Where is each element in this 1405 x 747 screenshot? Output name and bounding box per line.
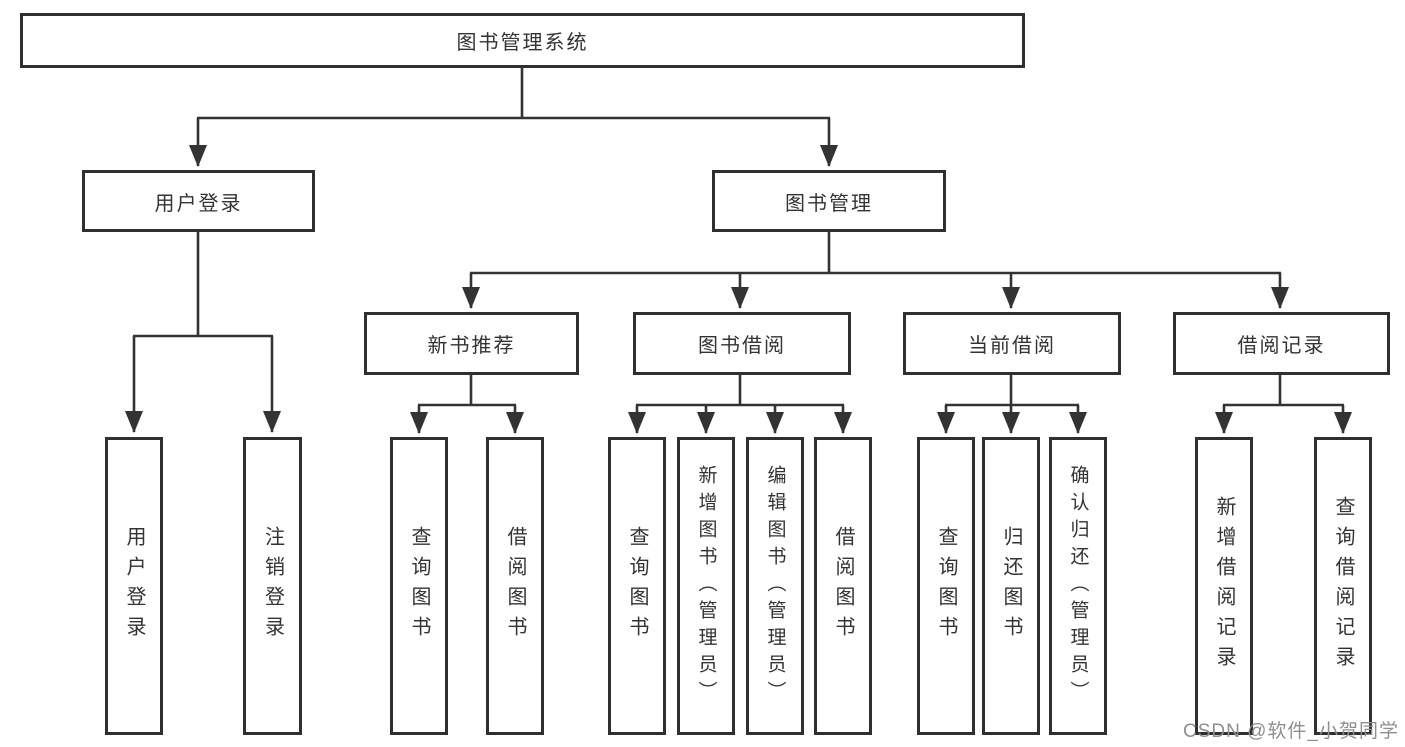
leaf-query-book-2: 查询图书: [608, 437, 666, 735]
leaf-user-login: 用户登录: [105, 437, 163, 735]
csdn-watermark: CSDN @软件_小贺同学: [1183, 721, 1399, 742]
node-book-management: 图书管理: [712, 170, 946, 232]
leaf-add-book-admin: 新增图书（管理员）: [677, 437, 735, 735]
node-user-login: 用户登录: [82, 170, 315, 232]
node-borrow-record: 借阅记录: [1173, 312, 1390, 375]
leaf-borrow-book-1: 借阅图书: [486, 437, 544, 735]
node-current-borrow: 当前借阅: [903, 312, 1121, 375]
node-book-borrow: 图书借阅: [633, 312, 851, 375]
node-root-library-system: 图书管理系统: [20, 13, 1025, 68]
leaf-confirm-return-admin: 确认归还（管理员）: [1049, 437, 1107, 735]
leaf-query-borrow-record: 查询借阅记录: [1314, 437, 1372, 735]
leaf-borrow-book-2: 借阅图书: [814, 437, 872, 735]
leaf-query-book-3: 查询图书: [917, 437, 975, 735]
node-new-book-recommend: 新书推荐: [364, 312, 579, 375]
leaf-query-book-1: 查询图书: [390, 437, 448, 735]
leaf-add-borrow-record: 新增借阅记录: [1195, 437, 1253, 735]
leaf-return-book: 归还图书: [982, 437, 1040, 735]
leaf-logout: 注销登录: [243, 437, 302, 735]
leaf-edit-book-admin: 编辑图书（管理员）: [746, 437, 804, 735]
